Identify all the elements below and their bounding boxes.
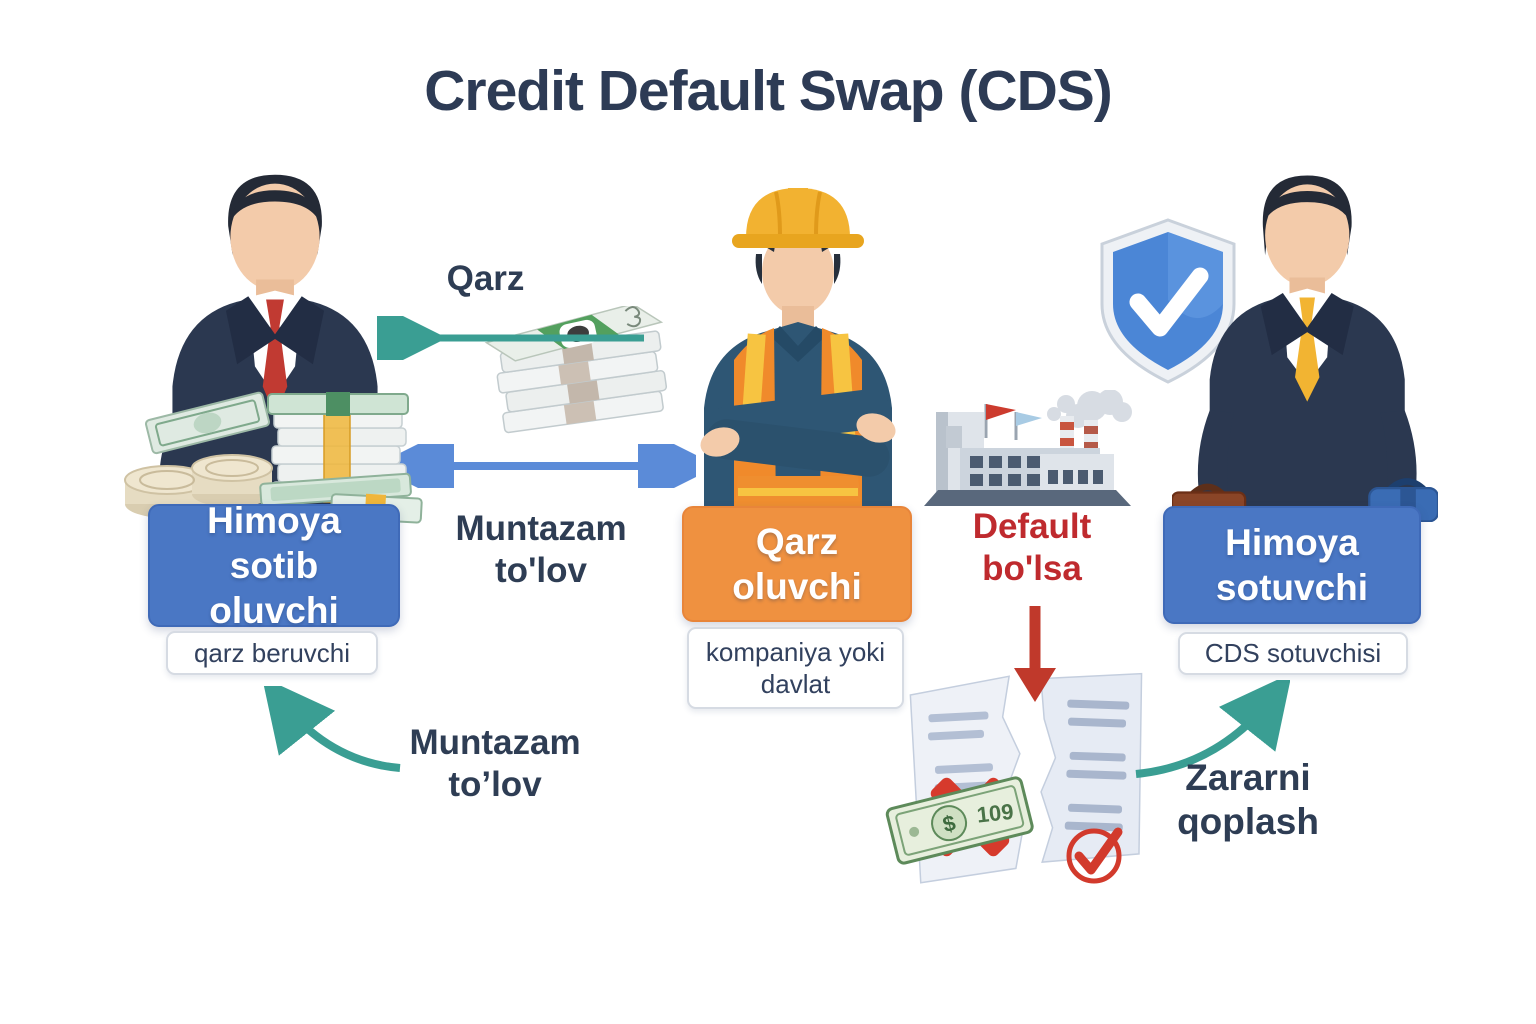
protection-seller-sub-label: CDS sotuvchisi (1178, 632, 1408, 675)
red-circle-check-icon (1066, 827, 1123, 884)
shield-checkmark-icon (1100, 218, 1236, 384)
regular-payment-bottom-label: Muntazam to’lov (409, 723, 581, 804)
businessman-yellow-tie-icon (1172, 175, 1438, 522)
regular-payment-double-arrow-icon (396, 444, 696, 488)
cash-bundle-stack-icon (484, 306, 668, 434)
borrower-sub-label: kompaniya yoki davlat (687, 627, 904, 709)
banknote-icon: $ 109 (885, 776, 1034, 865)
banknote-value: 109 (976, 799, 1015, 828)
protection-buyer-label: Himoya sotib oluvchi (207, 499, 341, 632)
construction-worker-icon (700, 188, 896, 514)
borrower-label: Qarz oluvchi (732, 520, 862, 607)
loss-coverage-arrow-icon (1135, 680, 1290, 778)
protection-buyer-sub-label: qarz beruvchi (166, 631, 378, 675)
loan-arrow-left-icon (377, 316, 644, 360)
default-event-label: Default bo'lsa (972, 507, 1092, 588)
regular-payment-curved-arrow-icon (262, 686, 401, 772)
borrower-box: Qarz oluvchi (682, 506, 912, 622)
protection-seller-box: Himoya sotuvchi (1163, 506, 1421, 624)
factory-smokestacks-icon (924, 390, 1132, 506)
regular-payment-top-label: Muntazam to'lov (455, 509, 627, 590)
loss-coverage-label: Zararni qoplash (1177, 757, 1319, 843)
svg-text:$: $ (940, 810, 958, 837)
loan-flow-label: Qarz (446, 259, 525, 298)
protection-seller-label: Himoya sotuvchi (1215, 521, 1369, 608)
coins-and-cash-pile-icon (124, 391, 423, 524)
default-arrow-down-icon (1014, 606, 1056, 702)
torn-document-icon: $ 109 (885, 672, 1143, 884)
page-title: Credit Default Swap (CDS) (424, 59, 1113, 123)
protection-buyer-box: Himoya sotib oluvchi (148, 500, 400, 631)
